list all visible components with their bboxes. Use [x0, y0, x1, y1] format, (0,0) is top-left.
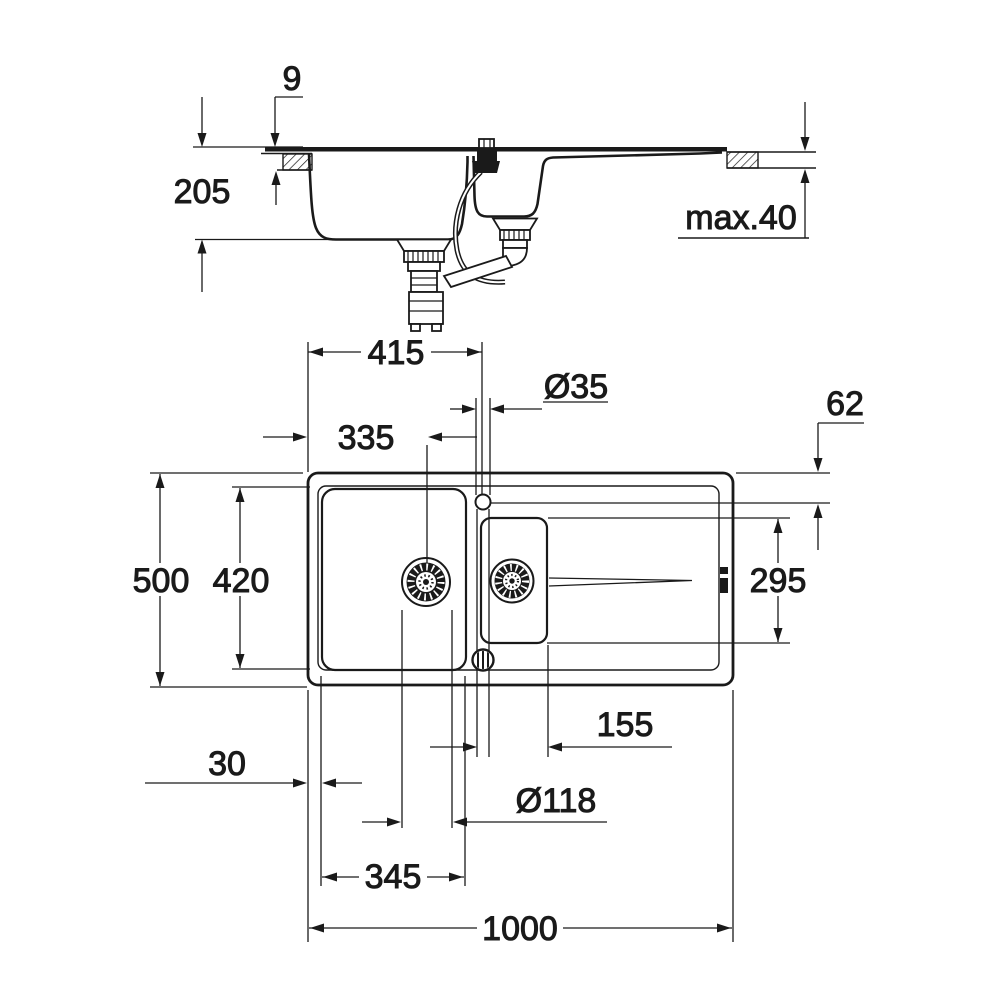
sink-outline	[306, 471, 735, 687]
label-mask	[211, 563, 271, 596]
arrow-up-icon	[197, 239, 207, 254]
dim-label-half-bowl-depth: 295	[750, 562, 807, 600]
tap-hole	[474, 493, 492, 511]
dim-tap-hole-diameter	[450, 401, 608, 414]
waste-control-knob	[471, 648, 495, 672]
dim-label-tap-hole-diameter: Ø35	[544, 368, 608, 406]
dim-label-inner-rim-depth: 420	[213, 562, 270, 600]
tap-hole-cap-lines	[483, 139, 491, 148]
arrow-down-icon	[155, 672, 165, 686]
arrow-up-icon	[773, 519, 783, 533]
label-mask	[477, 912, 563, 944]
overflow-slot	[720, 567, 728, 593]
dim-rim-height	[270, 96, 303, 205]
arrow-left-icon	[322, 778, 336, 788]
arrow-up-icon	[271, 171, 281, 185]
dim-left-edge-to-bowl	[145, 778, 362, 788]
dim-tap-to-half-bowl-edge	[430, 742, 672, 752]
arrow-down-icon	[800, 137, 810, 151]
label-mask	[361, 337, 431, 368]
arrow-right-icon	[463, 742, 477, 752]
drainer-groove	[548, 577, 693, 587]
main-drain-box-lines	[409, 300, 443, 312]
dim-label-rim-height: 9	[283, 60, 302, 98]
dim-label-main-bowl-width: 345	[365, 858, 422, 896]
dim-label-main-drain-diameter: Ø118	[516, 782, 597, 820]
dim-label-tap-to-half-bowl-edge: 155	[597, 706, 654, 744]
dim-label-overall-depth: 500	[133, 562, 190, 600]
section-view: 9 205 max.40	[173, 60, 816, 332]
half-drain-collar-ticks	[503, 230, 525, 240]
dim-main-drain-diameter	[362, 817, 607, 827]
overflow-hose-core	[454, 171, 506, 284]
arrow-left-icon	[490, 404, 504, 414]
arrow-right-icon	[462, 404, 476, 414]
half-drain-neck	[502, 239, 528, 249]
arrow-left-icon	[428, 432, 442, 442]
arrow-right-icon	[387, 817, 401, 827]
dim-main-drain-from-left	[263, 432, 477, 442]
tap-hole-cap	[478, 138, 495, 149]
half-bowl	[479, 516, 549, 645]
main-drain-foot-left	[410, 323, 421, 332]
dim-label-tap-hole-from-left: 415	[368, 334, 425, 372]
arrow-left-icon	[548, 742, 562, 752]
dim-max-counter-thickness	[678, 102, 810, 239]
bowl-profile	[307, 151, 723, 241]
main-drain-assembly	[395, 238, 453, 332]
dim-bowl-depth	[197, 97, 207, 292]
arrow-up-icon	[813, 504, 823, 518]
main-drain-box	[408, 291, 444, 325]
main-drain-collar-ticks	[407, 251, 439, 262]
dim-label-left-edge-to-bowl: 30	[208, 745, 246, 783]
main-drain-body-lines	[411, 277, 437, 286]
arrow-down-icon	[197, 133, 207, 147]
counter-hatch-right	[726, 151, 759, 169]
dim-drainer-top-inset	[813, 422, 864, 550]
counter-hatch-left	[282, 153, 313, 171]
dim-label-overall-width: 1000	[482, 910, 558, 948]
arrow-right-icon	[293, 778, 307, 788]
tap-mounting-nut	[472, 161, 500, 173]
sink-inner-rim	[317, 485, 720, 671]
arrow-right-icon	[449, 872, 463, 882]
half-bowl-drain	[489, 558, 535, 604]
main-drain-flange	[395, 238, 453, 252]
dim-label-drainer-top-inset: 62	[826, 385, 864, 423]
extension-lines	[150, 342, 830, 942]
plan-view: 415 Ø35 62 335	[130, 334, 864, 949]
dim-label-bowl-depth: 205	[174, 173, 231, 211]
arrow-up-icon	[800, 169, 810, 183]
arrow-left-icon	[310, 923, 324, 933]
arrow-right-icon	[467, 347, 481, 357]
label-mask	[359, 860, 427, 892]
connector-pipe	[442, 254, 514, 289]
arrow-down-icon	[773, 628, 783, 642]
arrow-left-icon	[323, 872, 337, 882]
dim-label-max-counter-thickness: max.40	[685, 199, 797, 237]
arrow-up-icon	[235, 488, 245, 502]
arrow-down-icon	[813, 458, 823, 472]
label-mask	[748, 563, 808, 596]
label-mask	[130, 563, 192, 596]
arrow-up-icon	[155, 474, 165, 488]
arrow-down-icon	[235, 654, 245, 668]
arrow-right-icon	[717, 923, 731, 933]
arrow-left-icon	[309, 347, 323, 357]
main-drain-foot-right	[431, 323, 442, 332]
main-drain-neck	[407, 261, 441, 272]
half-drain-flange	[491, 217, 539, 231]
main-bowl-drain	[401, 557, 451, 607]
arrow-right-icon	[293, 432, 307, 442]
half-drain-assembly	[442, 217, 539, 289]
arrow-left-icon	[453, 817, 467, 827]
main-bowl	[320, 487, 468, 672]
arrow-down-icon	[270, 133, 280, 147]
main-drain-body	[410, 270, 438, 293]
tap-shank	[477, 148, 497, 161]
dim-label-main-drain-from-left: 335	[338, 419, 395, 457]
